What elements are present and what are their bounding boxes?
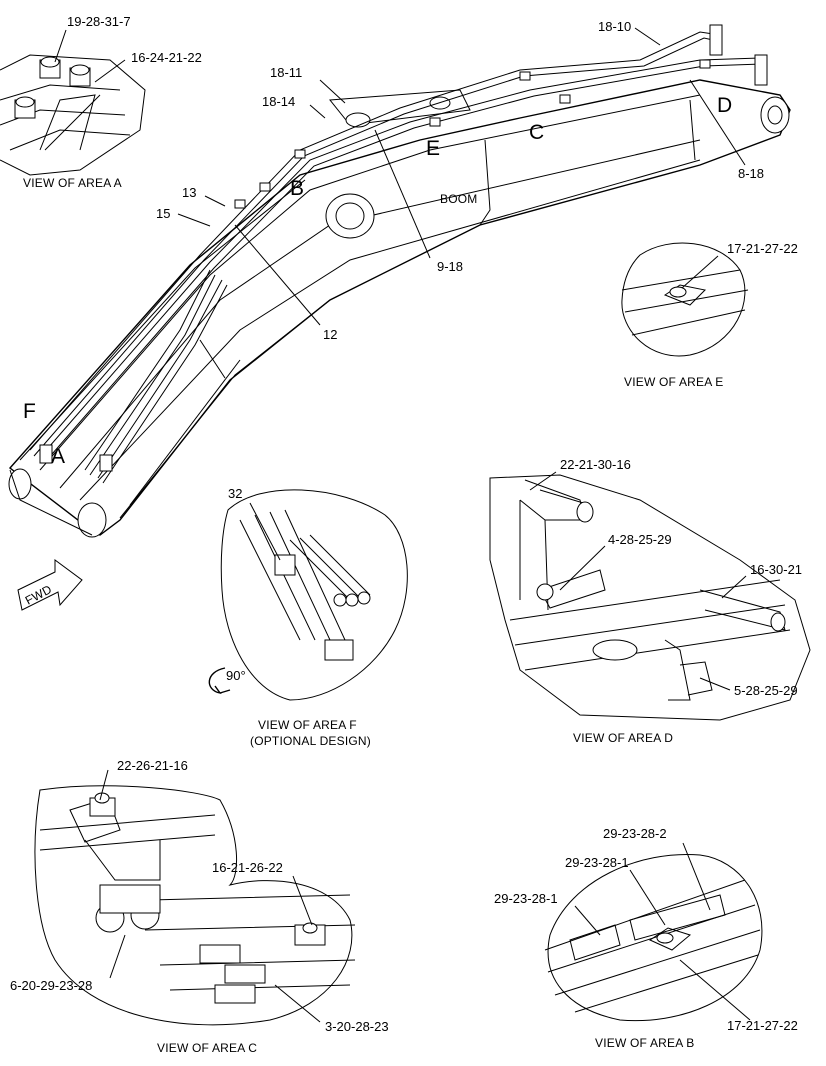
callout-18-11: 18-11	[270, 65, 302, 80]
caption-view-area-f-sub: (OPTIONAL DESIGN)	[250, 734, 371, 748]
callout-19-28-31-7: 19-28-31-7	[67, 14, 131, 29]
area-letter-f: F	[23, 400, 36, 423]
boom-assembly	[8, 79, 791, 538]
area-letter-e: E	[426, 137, 440, 160]
caption-view-area-f: VIEW OF AREA F	[258, 718, 357, 732]
callout-b-17-21-27-22: 17-21-27-22	[727, 1018, 798, 1033]
rotate-arrow-icon	[208, 667, 231, 695]
callout-32: 32	[228, 486, 242, 501]
arrow-right-icon	[17, 559, 83, 611]
callout-5-28-25-29: 5-28-25-29	[734, 683, 798, 698]
caption-view-area-d: VIEW OF AREA D	[573, 731, 673, 745]
callout-29-23-28-1-upper: 29-23-28-1	[565, 855, 629, 870]
callout-16-21-26-22: 16-21-26-22	[212, 860, 283, 875]
caption-view-area-a: VIEW OF AREA A	[23, 176, 122, 190]
boom-hoses	[29, 24, 768, 484]
boom-label: BOOM	[440, 192, 477, 206]
callout-12: 12	[323, 327, 337, 342]
callout-13: 13	[182, 185, 196, 200]
caption-view-area-e: VIEW OF AREA E	[624, 375, 724, 389]
callout-15: 15	[156, 206, 170, 221]
callout-22-21-30-16: 22-21-30-16	[560, 457, 631, 472]
main-leaders	[177, 27, 746, 326]
view-area-b	[544, 842, 763, 1022]
callout-4-28-25-29: 4-28-25-29	[608, 532, 672, 547]
callout-16-30-21: 16-30-21	[750, 562, 802, 577]
callout-9-18: 9-18	[437, 259, 463, 274]
callout-22-26-21-16: 22-26-21-16	[117, 758, 188, 773]
view-area-c	[34, 769, 356, 1026]
view-area-f	[220, 489, 408, 701]
view-area-e	[621, 242, 749, 357]
rotation-label: 90°	[226, 668, 246, 683]
caption-view-area-c: VIEW OF AREA C	[157, 1041, 257, 1055]
view-area-a	[0, 29, 146, 176]
area-letter-a: A	[51, 445, 65, 468]
callout-3-20-28-23: 3-20-28-23	[325, 1019, 389, 1034]
area-letter-c: C	[529, 121, 544, 144]
area-letter-b: B	[290, 177, 304, 200]
caption-view-area-b: VIEW OF AREA B	[595, 1036, 695, 1050]
callout-18-10: 18-10	[598, 19, 631, 34]
callout-16-24-21-22: 16-24-21-22	[131, 50, 202, 65]
area-letter-d: D	[717, 94, 732, 117]
callout-29-23-28-1-left: 29-23-28-1	[494, 891, 558, 906]
view-area-d	[489, 471, 811, 721]
callout-18-14: 18-14	[262, 94, 295, 109]
callout-29-23-28-2: 29-23-28-2	[603, 826, 667, 841]
callout-8-18: 8-18	[738, 166, 764, 181]
callout-e-17-21-27-22: 17-21-27-22	[727, 241, 798, 256]
callout-6-20-29-23-28: 6-20-29-23-28	[10, 978, 92, 993]
